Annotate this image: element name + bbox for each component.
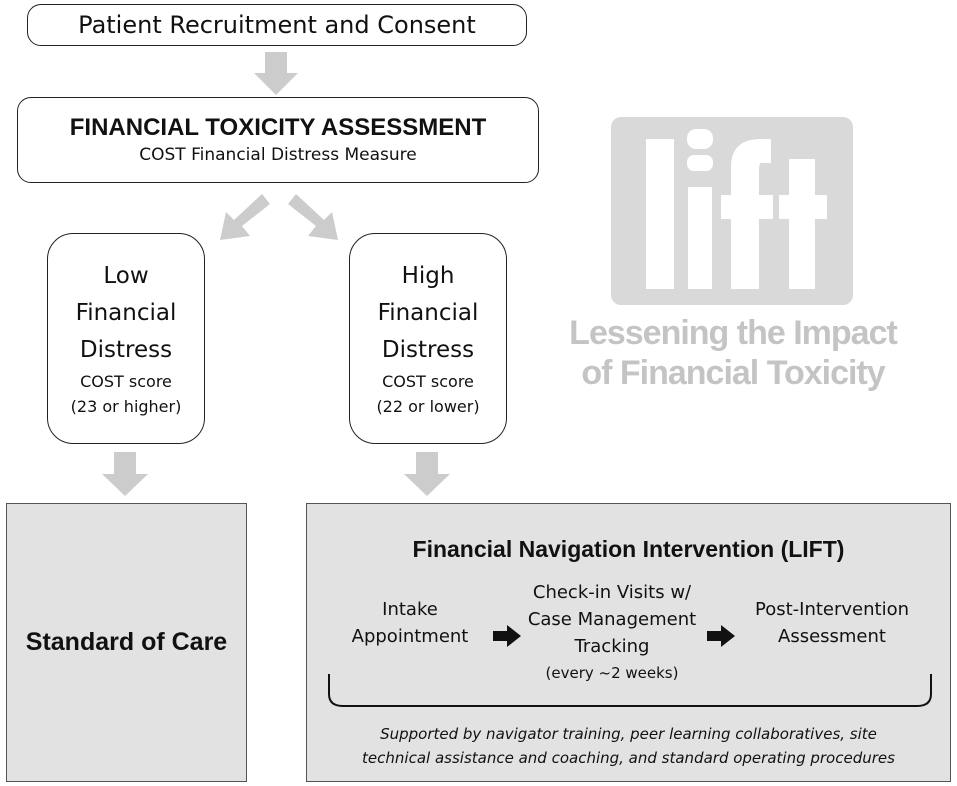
check-in-visits-step: Check-in Visits w/ Case Management Track… [517,579,707,687]
high-financial-distress-box: High Financial Distress COST score (22 o… [349,233,507,444]
step-line: Tracking [574,636,650,657]
high-distress-line1: High [401,263,455,289]
low-financial-distress-box: Low Financial Distress COST score (23 or… [47,233,205,444]
lift-wordmark-icon: lift [646,129,827,308]
financial-toxicity-assessment-box: FINANCIAL TOXICITY ASSESSMENT COST Finan… [17,97,539,183]
lift-logo-caption: Lessening the Impact of Financial Toxici… [568,313,898,393]
step-note: (every ~2 weeks) [545,664,679,682]
high-distress-score-label: COST score [382,372,474,391]
step-line: Case Management [527,609,697,630]
arrow-right-icon [493,625,521,647]
intervention-title: Financial Navigation Intervention (LIFT) [412,536,845,562]
step-line: Appointment [351,626,469,647]
lift-logo-mark: lift [611,117,853,308]
arrow-down-icon [102,452,148,496]
assessment-subtitle: COST Financial Distress Measure [139,145,417,165]
low-distress-score-range: (23 or higher) [70,397,182,416]
lift-logo: lift Lessening the Impact of Financial T… [568,117,898,397]
standard-of-care-label: Standard of Care [25,628,228,656]
arrow-down-icon [404,452,450,496]
low-distress-line2: Financial [75,300,177,326]
assessment-title: FINANCIAL TOXICITY ASSESSMENT [69,114,487,141]
high-distress-score-range: (22 or lower) [376,397,480,416]
support-note: Supported by navigator training, peer le… [307,722,950,770]
intake-appointment-step: Intake Appointment [335,596,485,650]
patient-recruitment-box: Patient Recruitment and Consent [27,4,527,46]
financial-navigation-intervention-box: Financial Navigation Intervention (LIFT)… [306,503,951,782]
step-line: Post-Intervention [754,599,910,620]
grouping-bracket [328,674,932,707]
arrow-right-icon [707,625,735,647]
logo-caption-line1: Lessening the Impact [569,314,898,352]
arrow-down-icon [254,52,298,95]
arrow-down-right-icon [288,194,338,240]
step-line: Assessment [778,626,886,647]
support-note-line: technical assistance and coaching, and s… [362,749,895,767]
high-distress-line2: Financial [377,300,479,326]
step-line: Check-in Visits w/ [532,582,692,603]
logo-caption-line2: of Financial Toxicity [581,354,885,392]
step-line: Intake [382,599,438,620]
low-distress-line1: Low [103,263,149,289]
patient-recruitment-label: Patient Recruitment and Consent [78,11,476,39]
high-distress-line3: Distress [381,337,475,363]
standard-of-care-box: Standard of Care [6,503,247,782]
support-note-line: Supported by navigator training, peer le… [380,725,877,743]
low-distress-line3: Distress [79,337,173,363]
arrow-down-left-icon [220,194,270,240]
low-distress-score-label: COST score [80,372,172,391]
post-intervention-assessment-step: Post-Intervention Assessment [737,596,927,650]
